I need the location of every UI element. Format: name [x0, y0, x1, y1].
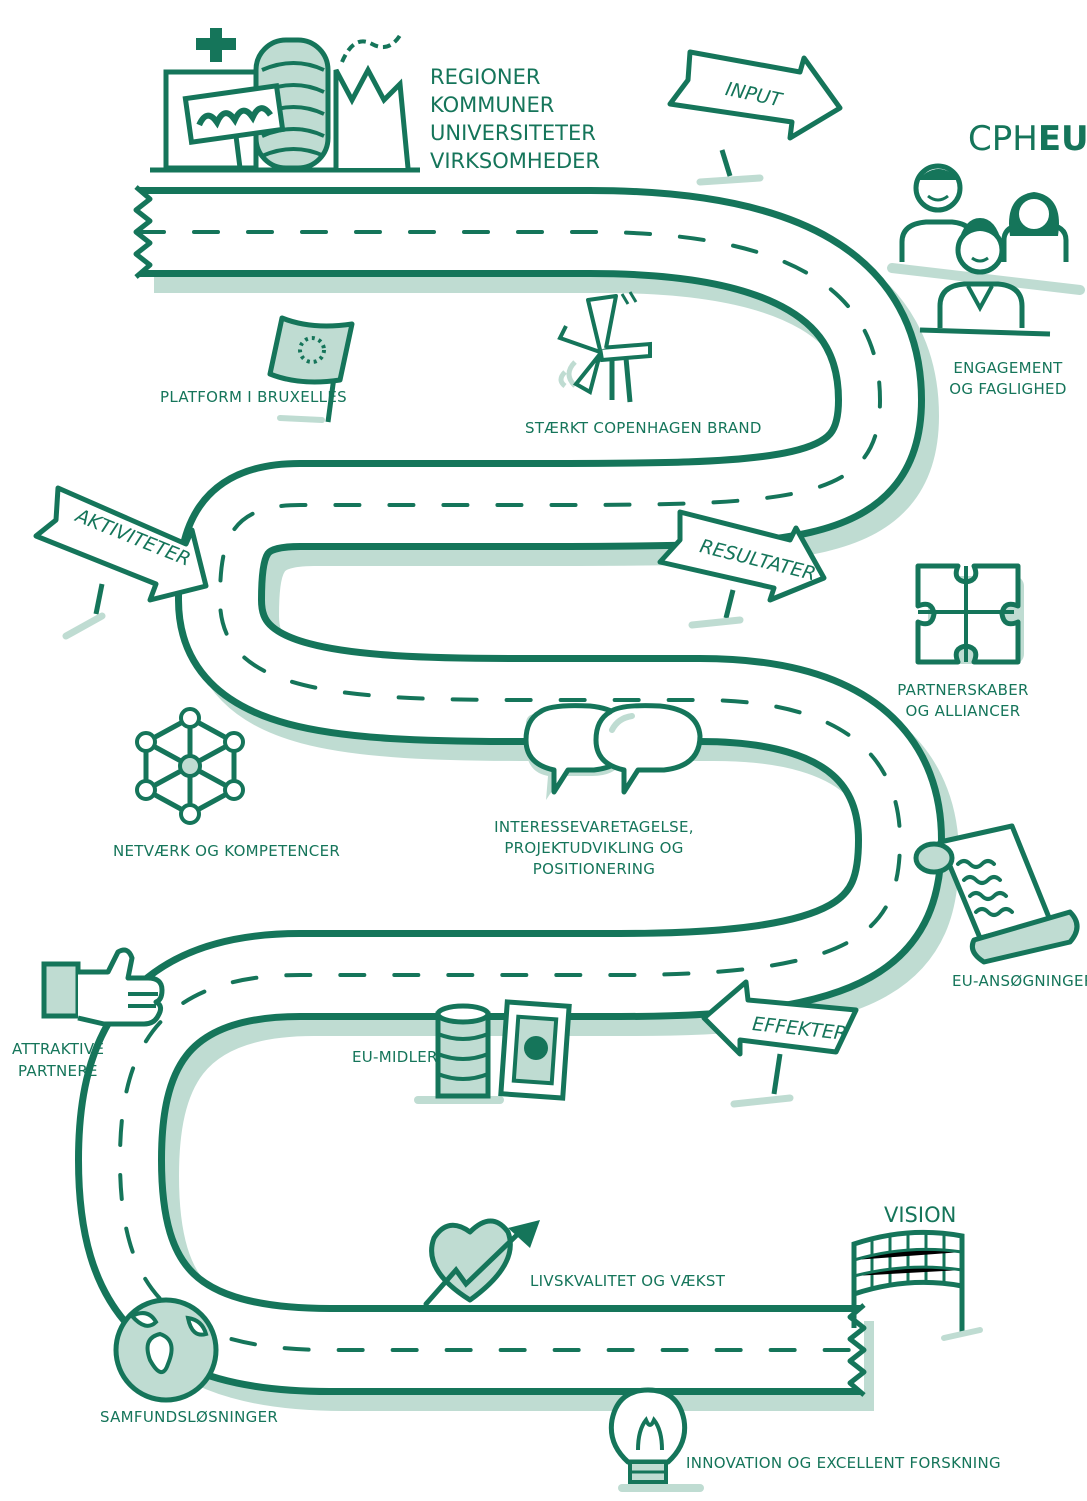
svg-text:CPHEU: CPHEU — [968, 119, 1087, 159]
stakeholder-regioner: REGIONER — [430, 65, 540, 89]
eu-flag-icon — [270, 318, 352, 422]
cpheu-logo: CPHEU — [968, 119, 1087, 159]
stakeholder-universiteter: UNIVERSITETER — [430, 121, 596, 145]
heart-growth-icon — [426, 1220, 540, 1304]
interesse-label-line1: INTERESSEVARETAGELSE, — [494, 818, 694, 836]
stakeholder-list: REGIONER KOMMUNER UNIVERSITETER VIRKSOMH… — [430, 65, 600, 173]
brand-suffix: EU — [1038, 119, 1087, 159]
vision-label: VISION — [884, 1203, 956, 1227]
ansogninger-label: EU-ANSØGNINGER — [952, 972, 1087, 990]
wind-turbine-icon — [560, 292, 650, 402]
stakeholder-virksomheder: VIRKSOMHEDER — [430, 149, 600, 173]
network-icon — [137, 709, 243, 823]
stakeholder-kommuner: KOMMUNER — [430, 93, 554, 117]
samfund-label: SAMFUNDSLØSNINGER — [100, 1408, 278, 1426]
brand-prefix: CPH — [968, 119, 1038, 159]
globe-icon — [116, 1300, 216, 1400]
interesse-label-line3: POSITIONERING — [533, 860, 655, 878]
partnerskaber-label-line1: PARTNERSKABER — [897, 681, 1028, 699]
puzzle-icon — [918, 566, 1024, 664]
platform-label: PLATFORM I BRUXELLES — [160, 388, 347, 406]
innovation-label: INNOVATION OG EXCELLENT FORSKNING — [686, 1454, 1001, 1472]
attraktive-label-line1: ATTRAKTIVE — [12, 1040, 104, 1058]
people-icon — [892, 166, 1080, 334]
netvaerk-label: NETVÆRK OG KOMPETENCER — [113, 842, 340, 860]
engagement-label-line2: OG FAGLIGHED — [949, 380, 1066, 398]
partnerskaber-label-line2: OG ALLIANCER — [905, 702, 1020, 720]
attraktive-label-line2: PARTNERE — [18, 1062, 98, 1080]
buildings-icon — [150, 28, 420, 170]
brand-label: STÆRKT COPENHAGEN BRAND — [525, 419, 762, 437]
midler-label: EU-MIDLER — [352, 1048, 438, 1066]
engagement-label-line1: ENGAGEMENT — [953, 359, 1063, 377]
thumbs-up-icon — [44, 950, 162, 1024]
speech-bubbles-icon — [526, 706, 700, 800]
input-sign: INPUT — [670, 52, 840, 182]
interesse-label-line2: PROJEKTUDVIKLING OG — [504, 839, 683, 857]
banknote-icon — [501, 1002, 569, 1098]
livskvalitet-label: LIVSKVALITET OG VÆKST — [530, 1272, 726, 1290]
